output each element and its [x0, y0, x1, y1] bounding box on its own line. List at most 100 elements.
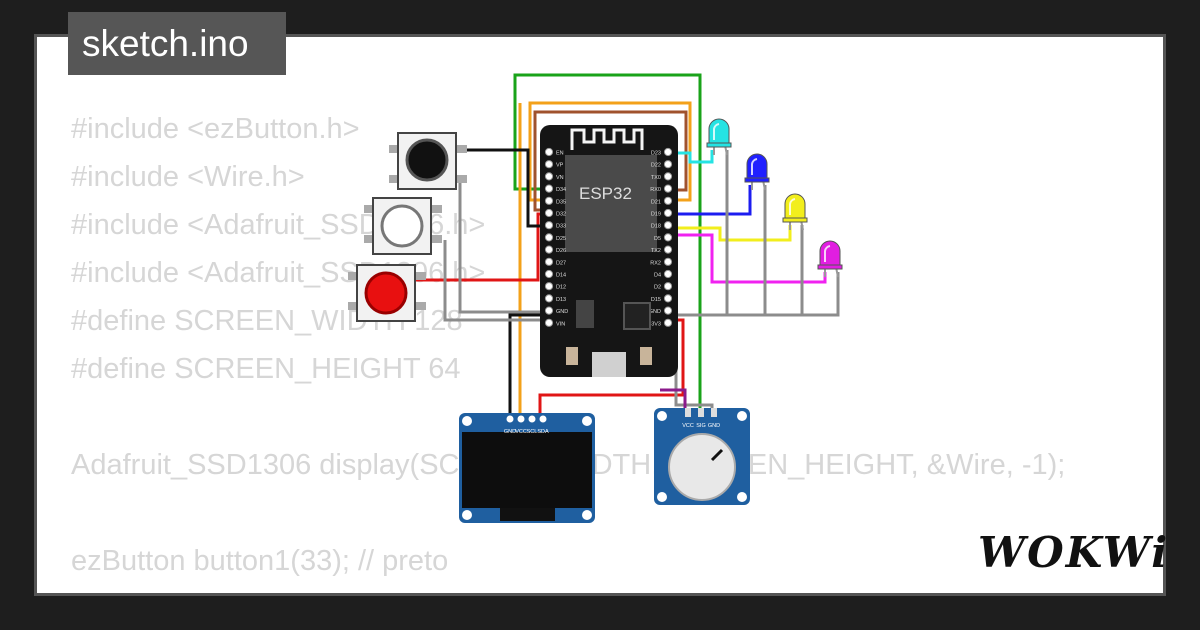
- pin-label: VN: [556, 175, 564, 181]
- pin-d4[interactable]: [663, 269, 673, 279]
- pin-vin[interactable]: [544, 318, 554, 327]
- pin-d23[interactable]: [663, 147, 673, 157]
- pin-d26[interactable]: [544, 245, 554, 254]
- pot-pin-gnd[interactable]: [711, 408, 717, 417]
- wires: [408, 73, 840, 413]
- voltage-regulator: [576, 300, 594, 328]
- usb-port: [592, 352, 626, 377]
- pin-label: D13: [556, 297, 566, 303]
- pin-gnd[interactable]: [544, 306, 554, 315]
- wire-blue: [668, 185, 752, 216]
- wire-yellow: [668, 225, 792, 242]
- wire-brown: [533, 110, 688, 212]
- wire-black-btn: [465, 148, 548, 228]
- led-blue[interactable]: [744, 153, 770, 191]
- led-yellow[interactable]: [782, 193, 808, 231]
- pin-d32[interactable]: [544, 208, 554, 218]
- pin-d13[interactable]: [544, 294, 554, 303]
- pin-d21[interactable]: [663, 196, 673, 205]
- pin-d35[interactable]: [544, 196, 554, 205]
- en-button[interactable]: [566, 347, 578, 365]
- pin-d27[interactable]: [544, 257, 554, 266]
- pot-pin-vcc[interactable]: [685, 408, 691, 417]
- esp32-module: [565, 155, 657, 252]
- left-pin-header: ENVPVND34D35D32D33D25D26D27D14D12D13GNDV…: [544, 147, 568, 327]
- oled-pin-label: GND: [504, 429, 516, 435]
- pin-d33[interactable]: [544, 221, 554, 230]
- pin-d12[interactable]: [544, 282, 554, 291]
- pin-label: D35: [556, 199, 566, 205]
- led-group: [706, 118, 843, 278]
- pin-label: D34: [556, 187, 566, 193]
- pin-tx0[interactable]: [663, 172, 673, 181]
- pin-label: D12: [556, 285, 566, 291]
- pin-label: GND: [556, 309, 568, 315]
- pin-d2[interactable]: [663, 282, 673, 291]
- pin-label: D25: [556, 236, 566, 242]
- pin-label: VIN: [556, 321, 565, 327]
- right-pin-header: D23D22TX0RX0D21D19D18D5TX2RX2D4D2D15GND3…: [649, 147, 673, 327]
- pin-label: D4: [654, 273, 661, 279]
- oled-pin-gnd[interactable]: [506, 415, 514, 423]
- pin-d25[interactable]: [544, 233, 554, 242]
- button-black[interactable]: [389, 132, 467, 190]
- antenna-trace: [570, 128, 644, 150]
- pin-tx2[interactable]: [663, 245, 673, 254]
- boot-button[interactable]: [640, 347, 652, 365]
- pin-en[interactable]: [544, 147, 554, 157]
- pin-d15[interactable]: [663, 294, 673, 303]
- oled-pin-scl[interactable]: [528, 415, 536, 423]
- oled-screen: [462, 432, 592, 508]
- oled-pin-sda[interactable]: [539, 415, 547, 423]
- pin-d5[interactable]: [663, 233, 673, 242]
- pin-label: RX2: [650, 260, 661, 266]
- file-tab[interactable]: sketch.ino: [68, 12, 286, 75]
- oled-pin-label: SDA: [537, 429, 549, 435]
- pin-label: D33: [556, 224, 566, 230]
- oled-pin-vcc[interactable]: [517, 415, 525, 423]
- pin-d34[interactable]: [544, 184, 554, 193]
- pin-label: D19: [651, 212, 661, 218]
- pin-d18[interactable]: [663, 221, 673, 230]
- pin-d14[interactable]: [544, 269, 554, 279]
- wire-black-oled: [508, 313, 548, 413]
- pin-label: D22: [651, 163, 661, 169]
- led-magenta[interactable]: [817, 240, 843, 278]
- pot-pin-label: SIG: [696, 423, 705, 429]
- pin-vp[interactable]: [544, 160, 554, 169]
- pin-3v3[interactable]: [663, 318, 673, 327]
- wire-green: [513, 73, 702, 413]
- pot-knob[interactable]: [668, 433, 736, 501]
- usb-chip: [623, 302, 651, 330]
- pin-rx0[interactable]: [663, 184, 673, 193]
- pin-gnd[interactable]: [663, 306, 673, 315]
- pot-indicator: [710, 448, 724, 462]
- pin-rx2[interactable]: [663, 257, 673, 266]
- wire-purple: [660, 388, 687, 413]
- pin-vn[interactable]: [544, 172, 554, 181]
- wokwi-logo: WOKWi: [978, 528, 1170, 577]
- wire-gray-btn2: [443, 240, 548, 322]
- pin-label: RX0: [650, 187, 661, 193]
- pin-label: D26: [556, 248, 566, 254]
- pin-label: GND: [649, 309, 661, 315]
- pin-label: D21: [651, 199, 661, 205]
- button-red[interactable]: [348, 264, 426, 322]
- pin-label: EN: [556, 151, 564, 157]
- oled-pin-label: VCC: [515, 429, 527, 435]
- pot-pin-sig[interactable]: [698, 408, 704, 417]
- pin-label: D15: [651, 297, 661, 303]
- esp32-board[interactable]: ESP32 ENVPVND34D35D32D33D25D26D27D14D12D…: [540, 125, 678, 377]
- pin-label: D14: [556, 273, 566, 279]
- pin-label: TX0: [651, 175, 661, 181]
- button-white[interactable]: [364, 197, 442, 255]
- pin-d19[interactable]: [663, 208, 673, 218]
- led-cyan[interactable]: [706, 118, 732, 156]
- pin-d22[interactable]: [663, 160, 673, 169]
- wire-gray-leds: [668, 272, 840, 317]
